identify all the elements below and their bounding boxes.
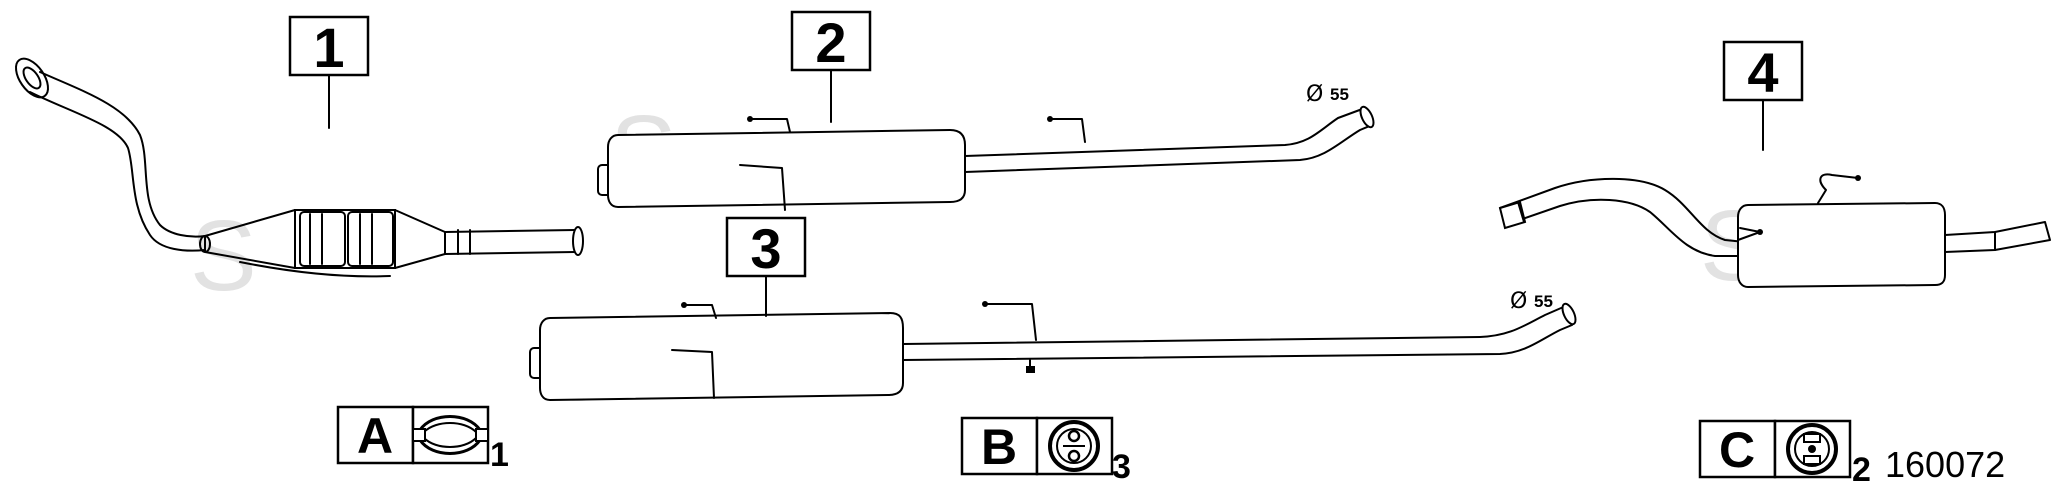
part-3-diameter: Ø 55 (1510, 289, 1553, 314)
svg-text:C: C (1719, 422, 1755, 478)
part-2-label: 2 (790, 10, 872, 123)
part-2-middle-silencer[interactable] (597, 105, 1376, 211)
svg-text:Ø: Ø (1510, 289, 1527, 314)
clamp-icon (412, 415, 489, 455)
part-4-label: 4 (1722, 40, 1804, 151)
svg-text:A: A (357, 408, 393, 464)
part-3-label: 3 (725, 216, 807, 317)
svg-text:3: 3 (750, 217, 781, 280)
svg-text:55: 55 (1534, 292, 1553, 311)
rubber-mount-icon (1786, 423, 1838, 475)
rubber-mount-icon (1048, 420, 1100, 472)
svg-text:2: 2 (1852, 451, 1871, 487)
reference-number: 160072 (1885, 444, 2005, 485)
part-1-front-pipe-catalyst[interactable] (10, 53, 584, 278)
part-3-middle-silencer[interactable] (529, 301, 1578, 402)
svg-text:1: 1 (490, 436, 509, 474)
svg-text:55: 55 (1330, 85, 1349, 104)
part-1-label: 1 (288, 15, 370, 129)
accessory-b-rubber-mount[interactable]: B 3 (960, 416, 1131, 486)
svg-text:4: 4 (1747, 41, 1778, 104)
svg-text:B: B (981, 419, 1017, 475)
svg-text:Ø: Ø (1306, 82, 1323, 107)
svg-text:2: 2 (815, 11, 846, 74)
svg-text:1: 1 (313, 16, 344, 79)
part-2-diameter: Ø 55 (1306, 82, 1349, 107)
accessory-a-clamp[interactable]: A 1 (336, 405, 509, 474)
accessory-c-rubber-mount[interactable]: C 2 (1698, 419, 1871, 487)
svg-text:3: 3 (1112, 448, 1131, 486)
part-4-rear-silencer[interactable] (1498, 173, 2051, 289)
